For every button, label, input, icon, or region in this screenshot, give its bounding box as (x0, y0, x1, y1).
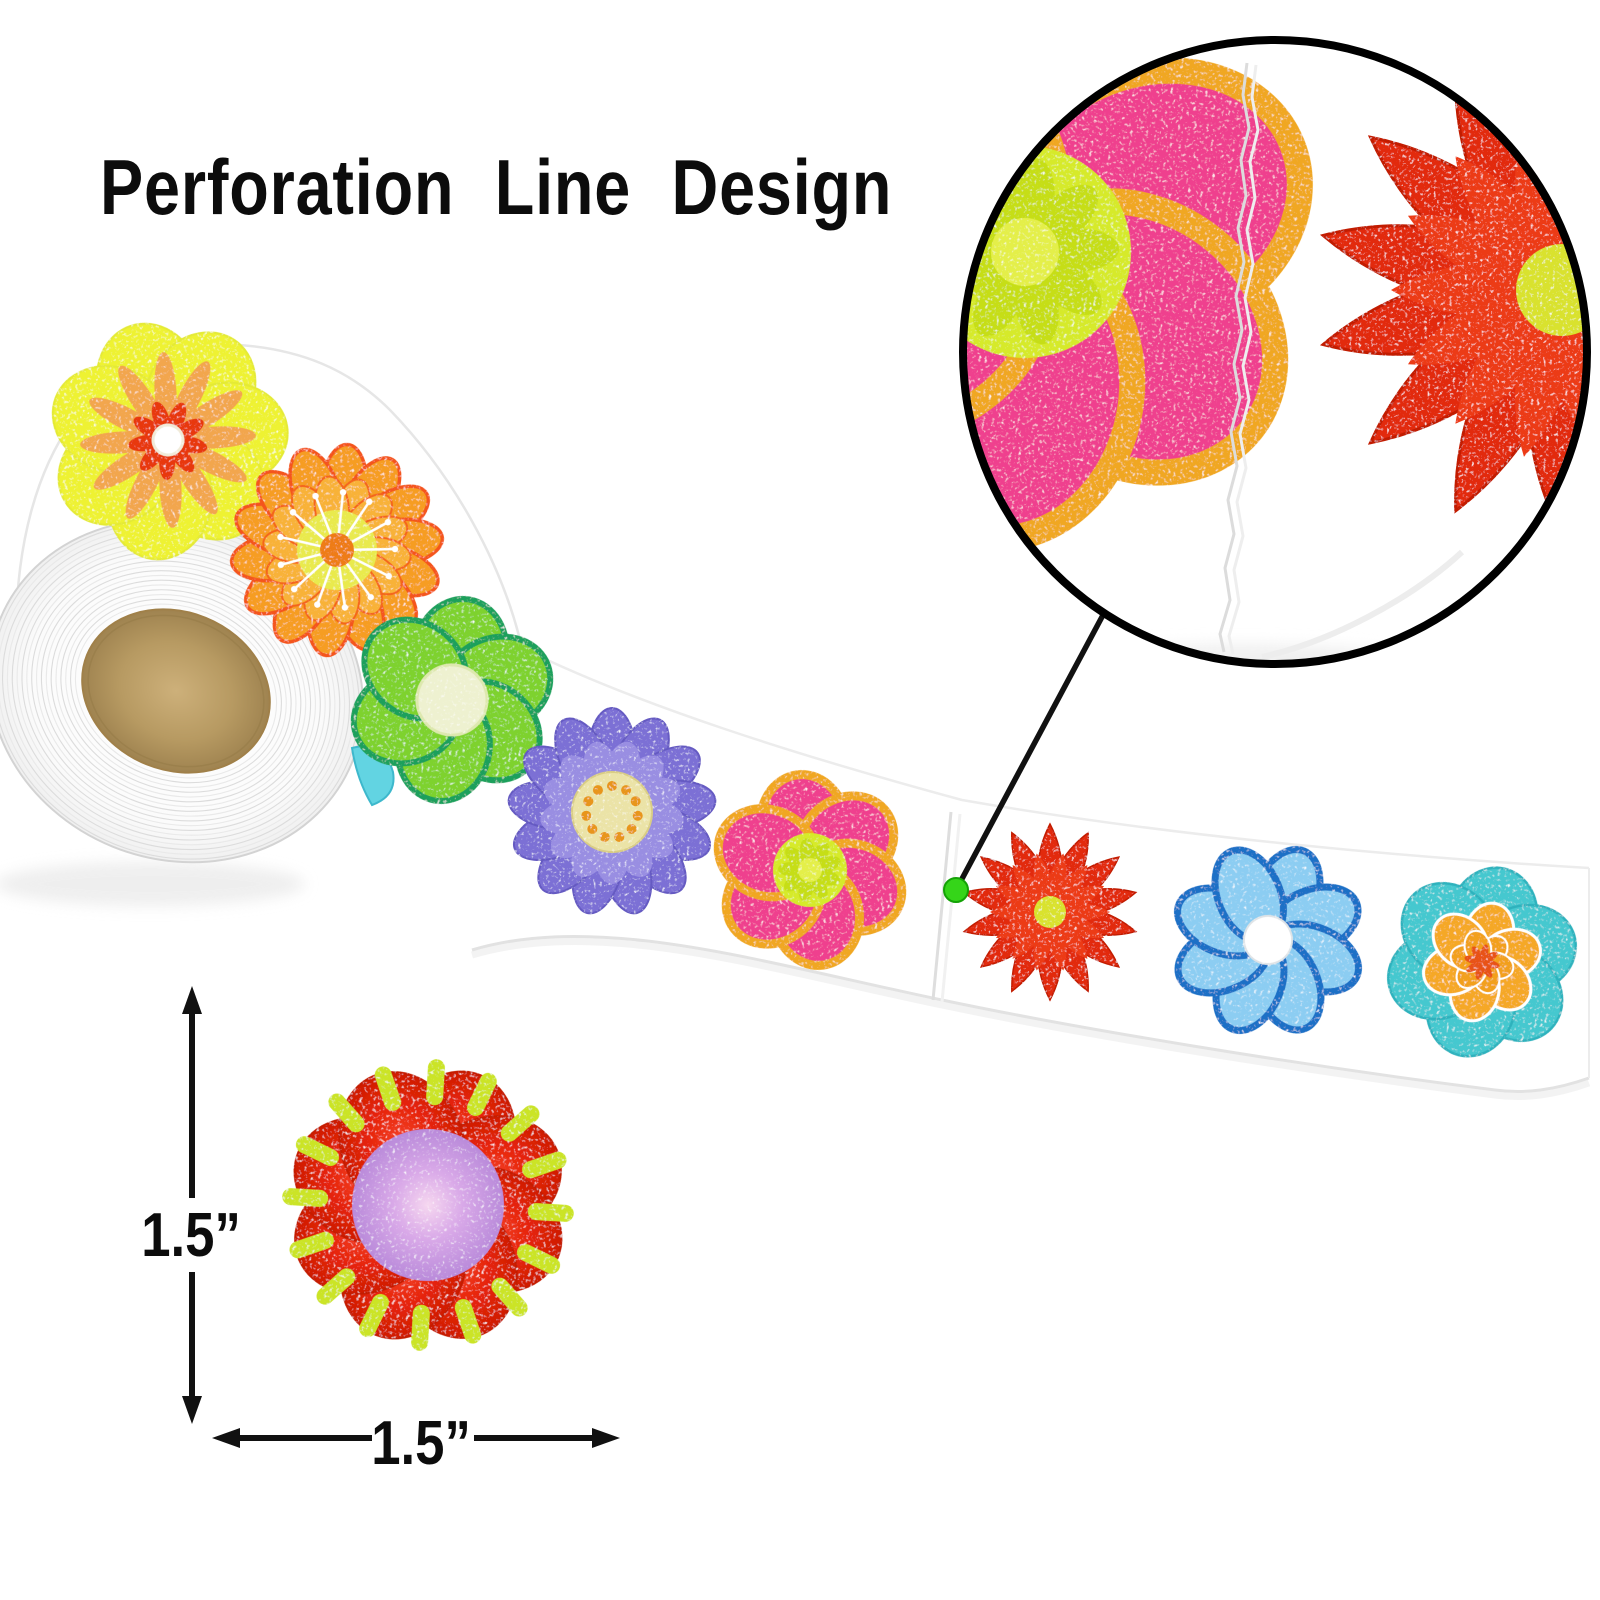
dimension-arrow-vertical (182, 986, 202, 1424)
strip-bottom-edge (471, 934, 1590, 1093)
tear-edge-left (1218, 62, 1251, 653)
green-flower-sticker (350, 595, 554, 805)
red-dahlia-sticker (962, 822, 1138, 1002)
dimensioned-red-flower (282, 1059, 574, 1351)
tear-edge-right (1227, 64, 1260, 655)
perforation-gap-edge-left (931, 811, 953, 1001)
roll-outer-edge (14, 342, 524, 649)
dimension-width-label: 1.5” (371, 1409, 471, 1478)
callout-dot (943, 877, 969, 903)
pink-flower-sticker (713, 770, 907, 970)
dimension-annotations (182, 986, 620, 1448)
strip-top-edge (521, 646, 1590, 870)
roll-shadow (0, 862, 305, 906)
arrowhead-up-icon (182, 986, 202, 1014)
magnifier-outline (959, 36, 1591, 668)
yellow-hibiscus-sticker (51, 322, 289, 561)
magnifier-circle (959, 36, 1591, 668)
sticker-flowers (51, 322, 1578, 1351)
purple-daisy-sticker (507, 707, 717, 915)
teal-flower-sticker (1386, 866, 1578, 1058)
roll-core (81, 608, 271, 774)
page-title: Perforation Line Design (100, 144, 892, 231)
liner-edge-right (1261, 549, 1465, 660)
arrowhead-right-icon (592, 1428, 620, 1448)
dimension-height-label: 1.5” (141, 1201, 241, 1270)
roll-core-inner-edge (87, 614, 265, 768)
orange-zinnia-sticker (229, 442, 445, 658)
strip-bottom-shadow (471, 937, 1591, 1100)
blue-daisy-sticker (1174, 846, 1362, 1034)
sticker-roll (0, 342, 524, 906)
arrowhead-left-icon (212, 1428, 240, 1448)
callout-line (953, 613, 1106, 892)
arrowhead-down-icon (182, 1396, 202, 1424)
dimension-arrow-horizontal (212, 1428, 620, 1448)
roll-paper-rings (0, 522, 360, 860)
perforation-gap-edge-right (940, 813, 962, 1003)
perforation-tear-line (1218, 62, 1260, 655)
